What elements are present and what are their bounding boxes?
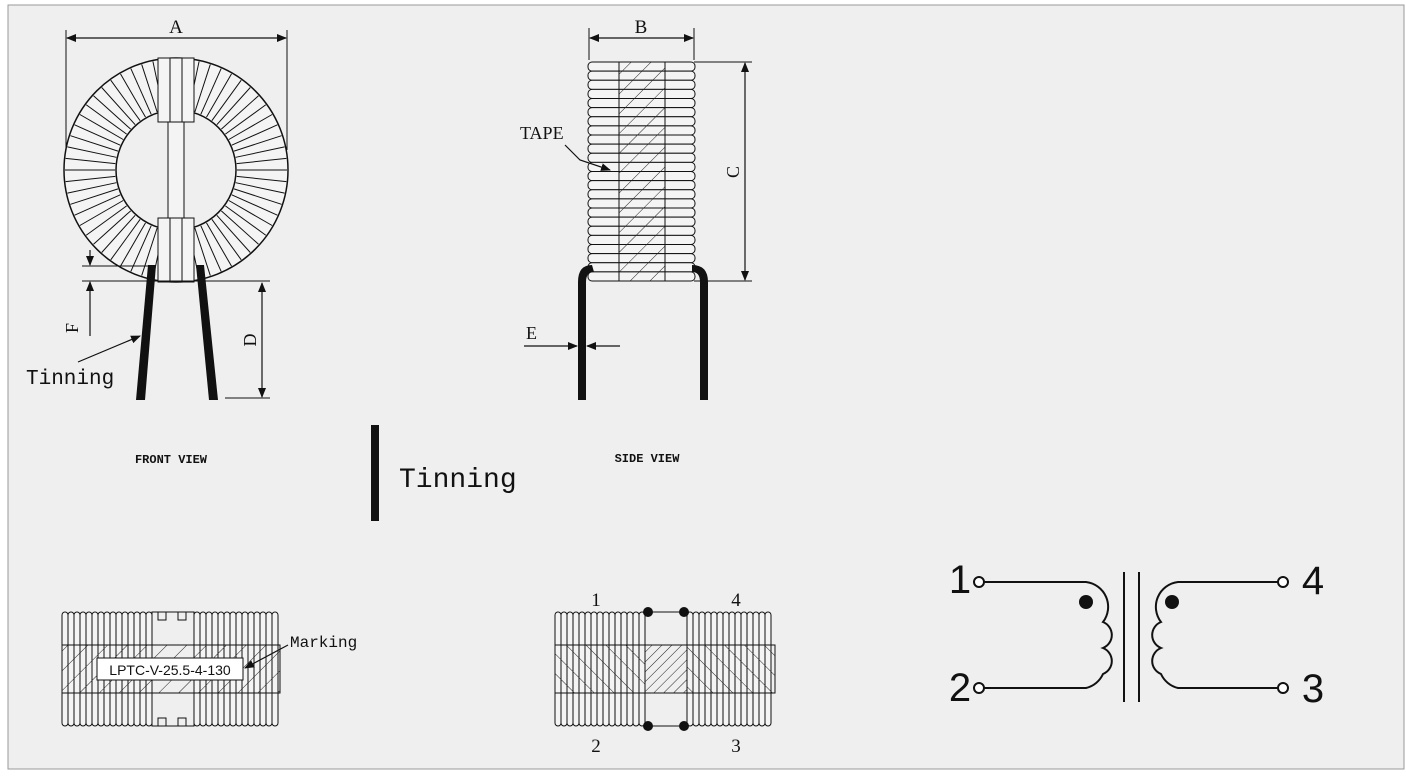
- tinning-legend: Tinning: [371, 425, 517, 521]
- side-view-caption: SIDE VIEW: [615, 452, 681, 466]
- tape-leader: [564, 144, 611, 171]
- toroid-tape-bottom: [157, 217, 195, 283]
- side-tape-band: [618, 61, 666, 282]
- terminal-4: [1277, 576, 1289, 588]
- tinning-legend-label: Tinning: [399, 465, 517, 496]
- side-view: B C TAPE E SIDE VIEW: [520, 17, 752, 466]
- polarity-dot-primary: [1079, 595, 1093, 609]
- toroid-core-section: [167, 121, 185, 219]
- toroid-winding-turns: [65, 61, 287, 279]
- marking-text: LPTC-V-25.5-4-130: [109, 662, 231, 678]
- schematic-pin-2: 2: [949, 666, 971, 710]
- terminal-2: [973, 682, 985, 694]
- primary-winding: [984, 581, 1113, 689]
- tinning-legend-swatch: [371, 425, 379, 521]
- toroid-tape-top: [157, 57, 195, 123]
- marking-view: LPTC-V-25.5-4-130 Marking: [61, 611, 357, 727]
- dim-a-label: A: [169, 17, 183, 38]
- pin-label-1: 1: [591, 590, 601, 611]
- pin-view: 1 4 2 3: [554, 590, 776, 757]
- secondary-winding: [1151, 581, 1278, 689]
- marking-leader: [244, 644, 289, 669]
- dim-d-label: D: [240, 334, 260, 347]
- schematic-pin-1: 1: [949, 558, 971, 602]
- side-lead-left: [578, 265, 594, 400]
- schematic: 1 2 4 3: [949, 558, 1324, 711]
- pin-dot-3: [679, 721, 689, 731]
- polarity-dot-secondary: [1165, 595, 1179, 609]
- marking-plate: [96, 657, 244, 681]
- front-view-caption: FRONT VIEW: [135, 453, 208, 467]
- pin-label-3: 3: [731, 736, 741, 757]
- marking-callout: Marking: [290, 634, 357, 652]
- pin-dot-4: [679, 607, 689, 617]
- dim-f-label: F: [62, 323, 82, 333]
- tape-callout: TAPE: [520, 123, 564, 143]
- dim-e-label: E: [526, 323, 537, 343]
- schematic-pin-4: 4: [1302, 559, 1324, 603]
- dim-b-label: B: [635, 17, 648, 38]
- front-view: A F D Tinning FRONT VIEW: [26, 17, 289, 467]
- terminal-3: [1277, 682, 1289, 694]
- dim-c-label: C: [723, 166, 743, 178]
- pin-dot-2: [643, 721, 653, 731]
- terminal-1: [973, 576, 985, 588]
- pin-label-4: 4: [731, 590, 741, 611]
- pin-dot-1: [643, 607, 653, 617]
- schematic-pin-3: 3: [1302, 667, 1324, 711]
- side-lead-right: [692, 265, 708, 400]
- tinning-leader: [77, 335, 141, 363]
- pin-label-2: 2: [591, 736, 601, 757]
- front-lead-left: [136, 265, 156, 400]
- front-lead-right: [196, 265, 218, 400]
- tinning-callout: Tinning: [26, 368, 114, 391]
